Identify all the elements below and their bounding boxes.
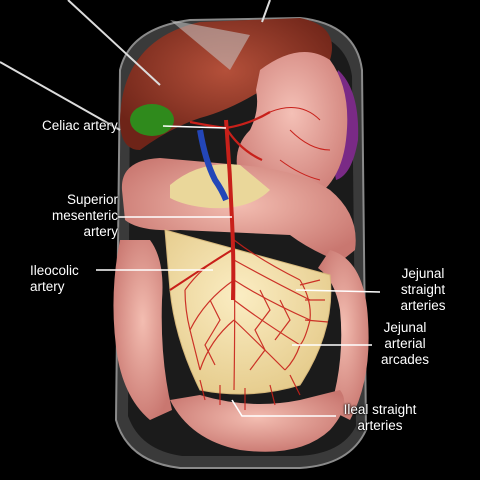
mesentery (164, 229, 332, 395)
leader-lines (96, 125, 381, 417)
label-superior-mesenteric-artery: Superior mesenteric artery (51, 192, 118, 239)
label-ileal-straight-arteries: Ileal straight arteries (343, 402, 417, 433)
portal-vein (197, 129, 229, 202)
label-jejunal-arterial-arcades: Jejunal arterial arcades (380, 320, 430, 367)
ascending-colon (113, 240, 172, 420)
label-jejunal-straight-arteries: Jejunal straight arteries (400, 266, 446, 313)
stomach (236, 52, 348, 206)
arterial-arcades (184, 199, 329, 410)
stomach-vessels (269, 107, 331, 181)
leader-jejunal-straight (295, 289, 381, 293)
label-celiac-artery: Celiac artery (42, 118, 118, 133)
label-ileocolic-artery: Ileocolic artery (30, 263, 79, 294)
small-intestine (170, 390, 345, 452)
gallbladder (130, 104, 174, 136)
leader-celiac (162, 125, 227, 129)
retractor-wire-2 (0, 61, 121, 131)
superior-mesenteric-artery-trunk (224, 119, 236, 301)
leader-ileal-straight (231, 399, 336, 417)
retractor-wire-1 (67, 0, 161, 86)
retractor-wire-3 (261, 0, 271, 23)
descending-colon (318, 250, 369, 420)
